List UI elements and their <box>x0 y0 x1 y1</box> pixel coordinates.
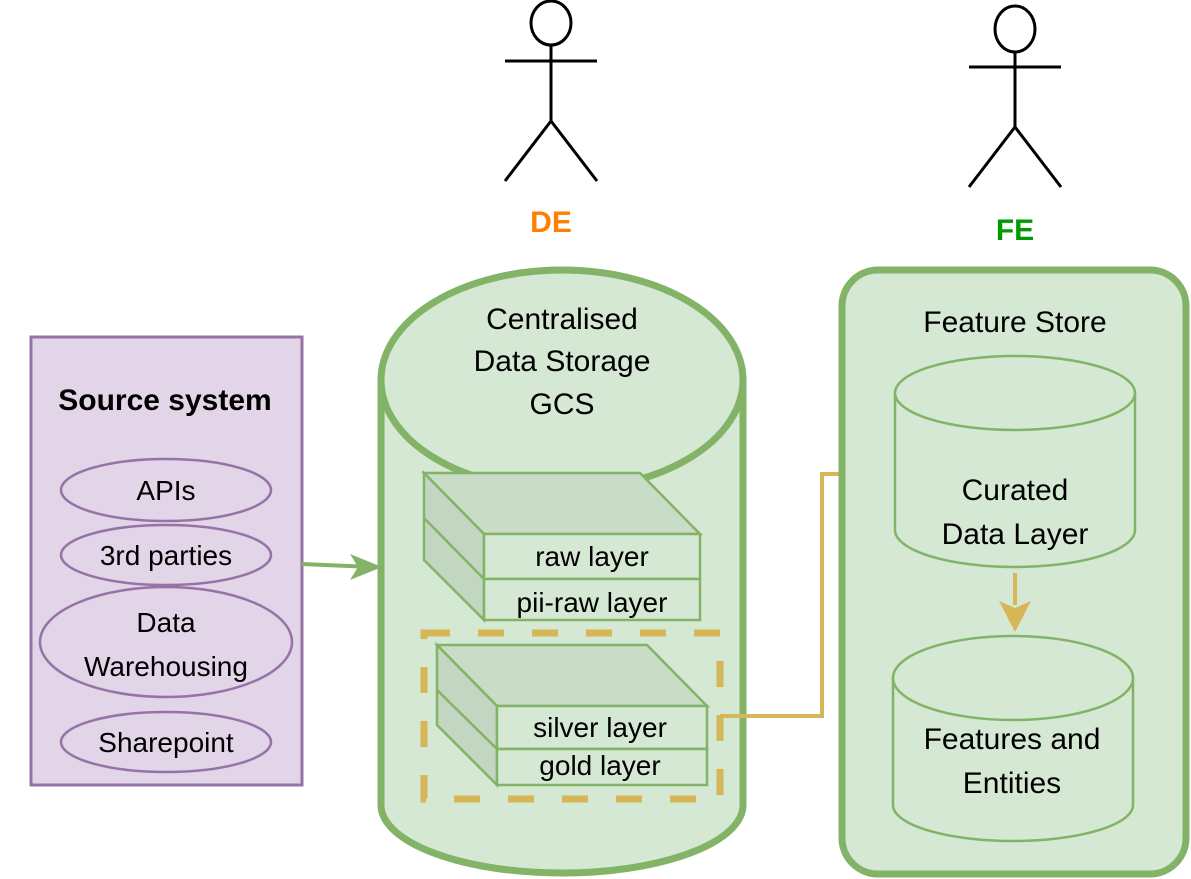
svg-text:3rd parties: 3rd parties <box>100 540 232 571</box>
actor-fe-icon <box>967 4 1063 188</box>
source-item-apis[interactable]: APIs <box>59 457 273 523</box>
layer-raw: raw layer <box>535 541 649 572</box>
arrow-curated-to-features <box>999 573 1031 632</box>
features-line2: Entities <box>963 767 1061 800</box>
storage-title-line2: Data Storage <box>474 345 651 378</box>
actor-de-label: DE <box>530 206 572 239</box>
layer-block-raw[interactable]: raw layer pii-raw layer <box>421 469 703 624</box>
curated-data-layer-cylinder[interactable]: Curated Data Layer <box>893 354 1137 569</box>
layer-pii-raw: pii-raw layer <box>517 587 668 618</box>
feature-store-title: Feature Store <box>923 306 1106 339</box>
layer-silver: silver layer <box>533 712 667 743</box>
layer-gold: gold layer <box>539 750 660 781</box>
layer-block-silver-gold[interactable]: silver layer gold layer <box>434 641 710 789</box>
svg-text:Data: Data <box>136 607 196 638</box>
svg-text:Sharepoint: Sharepoint <box>98 727 234 758</box>
curated-line1: Curated <box>962 474 1069 507</box>
source-system-box[interactable]: Source system APIs 3rd parties Data Ware… <box>29 335 304 787</box>
svg-text:APIs: APIs <box>136 475 195 506</box>
arrow-source-to-storage <box>301 554 382 580</box>
curated-line2: Data Layer <box>942 518 1089 551</box>
storage-title-line3: GCS <box>529 388 594 421</box>
actor-fe-label: FE <box>996 214 1034 247</box>
source-item-sharepoint[interactable]: Sharepoint <box>59 710 273 774</box>
actor-de-icon <box>503 0 599 182</box>
source-item-data-warehousing[interactable]: Data Warehousing <box>38 585 294 699</box>
features-entities-cylinder[interactable]: Features and Entities <box>891 634 1135 843</box>
source-item-3rd-parties[interactable]: 3rd parties <box>59 523 273 587</box>
svg-text:Warehousing: Warehousing <box>84 651 248 682</box>
storage-title-line1: Centralised <box>486 303 638 336</box>
source-system-title: Source system <box>58 384 271 417</box>
features-line1: Features and <box>924 723 1101 756</box>
